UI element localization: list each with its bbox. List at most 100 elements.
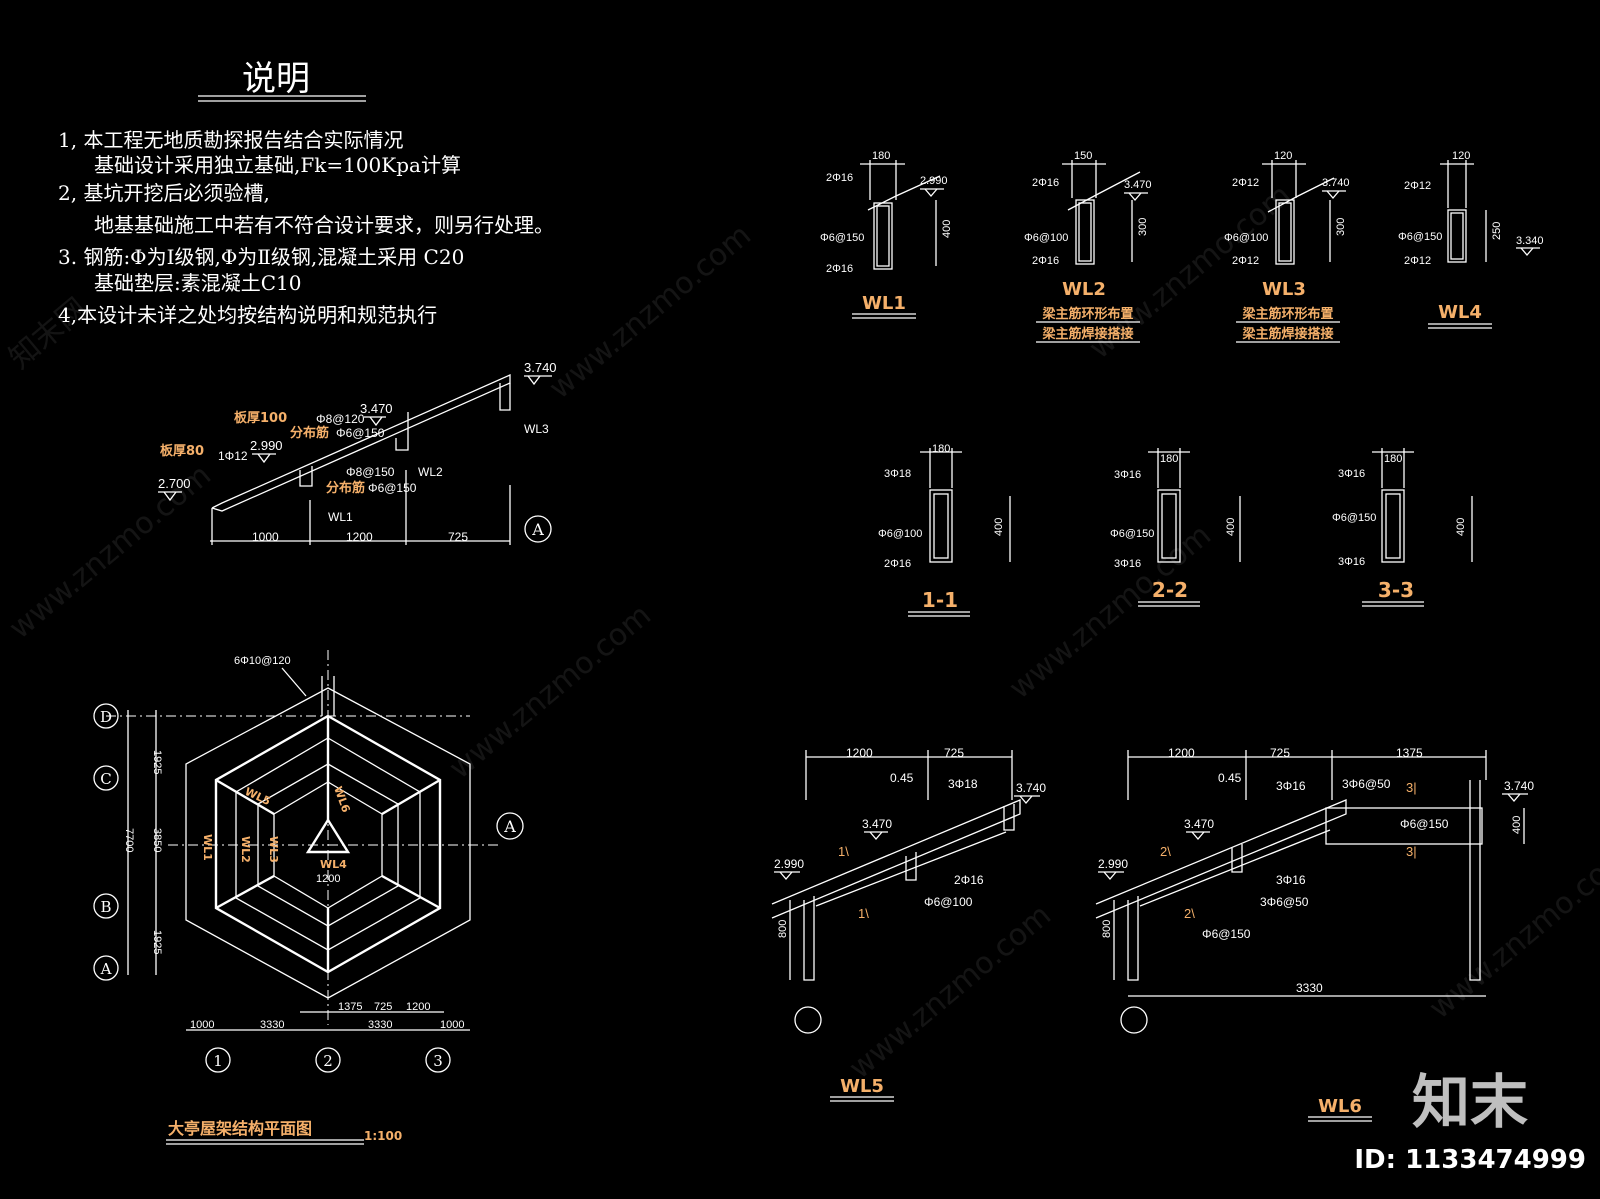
section-2-2: 180 3Φ16 Φ6@150 3Φ16 400 2-2 (1110, 448, 1241, 607)
dim-label: 1375 (338, 1001, 362, 1013)
rebar-label: 2Φ16 (954, 873, 984, 887)
axis-bubble: B (100, 898, 111, 916)
beam-section-WL3: 120 2Φ12 Φ6@100 2Φ12 300 3.740 WL3 梁主筋环形… (1224, 150, 1350, 343)
dim-label: 400 (993, 518, 1005, 536)
rebar-label: Φ6@100 (878, 528, 922, 540)
dim-label: 300 (1335, 218, 1347, 236)
section-mark: 3| (1406, 844, 1417, 859)
rebar-label: Φ6@150 (1400, 817, 1449, 831)
dim-label: 3330 (1296, 981, 1323, 995)
dim-label: 400 (1455, 518, 1467, 536)
rebar-label: 2Φ16 (1032, 177, 1059, 189)
section-title: WL6 (1318, 1096, 1362, 1117)
beam-tag: WL1 (201, 834, 214, 861)
dim-label: 150 (1074, 150, 1092, 162)
rebar-label: Φ6@150 (1332, 512, 1376, 524)
elev-label: 3.740 (524, 360, 557, 375)
dim-label: 725 (1270, 746, 1290, 760)
rebar-label: 3Φ16 (1276, 873, 1306, 887)
beam-tag: WL3 (524, 422, 549, 436)
elev-label: 3.470 (360, 401, 393, 416)
rebar-label: Φ6@100 (1224, 232, 1268, 244)
section-title: WL1 (862, 293, 906, 314)
dim-label: 800 (777, 920, 789, 938)
rebar-label: 3Φ6@50 (1260, 895, 1309, 909)
watermark-text: www.znzmo.com (1003, 518, 1218, 707)
elev-label: 3.340 (1516, 235, 1544, 247)
drawing-title: 大亭屋架结构平面图 (168, 1119, 312, 1138)
note-line: 3. 钢筋:Φ为Ⅰ级钢,Φ为Ⅱ级钢,混凝土采用 C20 (58, 245, 464, 269)
rebar-label: 6Φ10@120 (234, 655, 291, 667)
dim-label: 180 (932, 443, 950, 455)
watermark-text: www.znzmo.com (543, 218, 758, 407)
dim-label: 0.45 (1218, 771, 1242, 785)
dim-label: 120 (1274, 150, 1292, 162)
slab-label: 板厚80 (160, 443, 204, 459)
rebar-label: 1Φ12 (218, 449, 248, 463)
rebar-label: 2Φ12 (1404, 255, 1431, 267)
elev-label: 2.990 (920, 175, 948, 187)
section-mark: 1\ (838, 844, 849, 859)
rebar-label: 2Φ16 (884, 558, 911, 570)
rebar-label: 3Φ16 (1338, 556, 1365, 568)
elev-label: 3.470 (862, 817, 892, 831)
dim-label: 725 (374, 1001, 392, 1013)
image-id: ID: 1133474999 (1354, 1145, 1586, 1175)
dim-label: 1000 (252, 530, 279, 544)
dim-label: 3850 (151, 828, 163, 852)
section-mark: 2\ (1160, 844, 1171, 859)
elev-label: 2.700 (158, 476, 191, 491)
elev-label: 3.470 (1184, 817, 1214, 831)
rebar-label: Φ6@150 (1110, 528, 1154, 540)
rebar-label: 2Φ12 (1232, 177, 1259, 189)
dim-label: 180 (1384, 453, 1402, 465)
rebar-label: 3Φ16 (1276, 779, 1306, 793)
dim-label: 250 (1491, 222, 1503, 240)
rebar-label: Φ8@150 (346, 465, 395, 479)
beam-elevation-WL5: 1200 725 0.45 3Φ18 2Φ16 Φ6@100 1\ 1\ 3.7… (771, 746, 1046, 1102)
axis-bubble: A (503, 817, 516, 836)
rebar-label: 3Φ6@50 (1342, 777, 1391, 791)
rebar-label: Φ6@100 (1024, 232, 1068, 244)
rebar-label: Φ6@150 (820, 232, 864, 244)
rebar-label: 3Φ18 (884, 468, 911, 480)
axis-bubble: 2 (323, 1052, 333, 1070)
rebar-label: 3Φ16 (1114, 558, 1141, 570)
drawing-scale: 1:100 (364, 1129, 402, 1143)
section-mark: 3| (1406, 780, 1417, 795)
beam-tag: WL1 (328, 510, 353, 524)
watermark-text: www.znzmo.com (1423, 838, 1600, 1027)
section-note: 梁主筋环形布置 (1241, 306, 1333, 322)
watermark-text: www.znzmo.com (843, 898, 1058, 1087)
dim-label: 400 (1225, 518, 1237, 536)
beam-section-WL4: 120 2Φ12 Φ6@150 2Φ12 250 3.340 WL4 (1398, 150, 1544, 329)
elev-label: 3.740 (1322, 177, 1350, 189)
rebar-label: 2Φ16 (1032, 255, 1059, 267)
rebar-label: 2Φ16 (826, 172, 853, 184)
dim-label: 400 (1511, 816, 1523, 834)
slab-label: 板厚100 (234, 410, 287, 426)
section-note: 梁主筋环形布置 (1041, 306, 1133, 322)
dim-label: 725 (448, 530, 468, 544)
dim-label: 1000 (440, 1019, 464, 1031)
beam-tag: WL2 (418, 465, 443, 479)
brand-watermark: 知末 ID: 1133474999 (1354, 1068, 1586, 1175)
axis-bubble: 3 (433, 1052, 443, 1070)
elev-label: 2.990 (1098, 857, 1128, 871)
watermark-text: www.znzmo.com (443, 598, 658, 787)
rebar-label: 2Φ12 (1404, 180, 1431, 192)
elev-label: 3.740 (1016, 781, 1046, 795)
section-3-3: 180 3Φ16 Φ6@150 3Φ16 400 3-3 (1332, 448, 1473, 607)
note-line: 地基基础施工中若有不符合设计要求，则另行处理。 (94, 213, 554, 237)
dim-label: 1200 (1168, 746, 1195, 760)
dim-label: 1925 (151, 930, 163, 954)
rebar-label: Φ6@100 (924, 895, 973, 909)
rebar-label: 2Φ12 (1232, 255, 1259, 267)
rebar-label: 3Φ16 (1114, 469, 1141, 481)
section-mark: 2\ (1184, 906, 1195, 921)
dim-label: 1200 (406, 1001, 430, 1013)
dim-label: 180 (1160, 453, 1178, 465)
rebar-label: Φ6@150 (1398, 231, 1442, 243)
notes-title: 说明 (242, 59, 310, 99)
dim-label: 400 (941, 220, 953, 238)
